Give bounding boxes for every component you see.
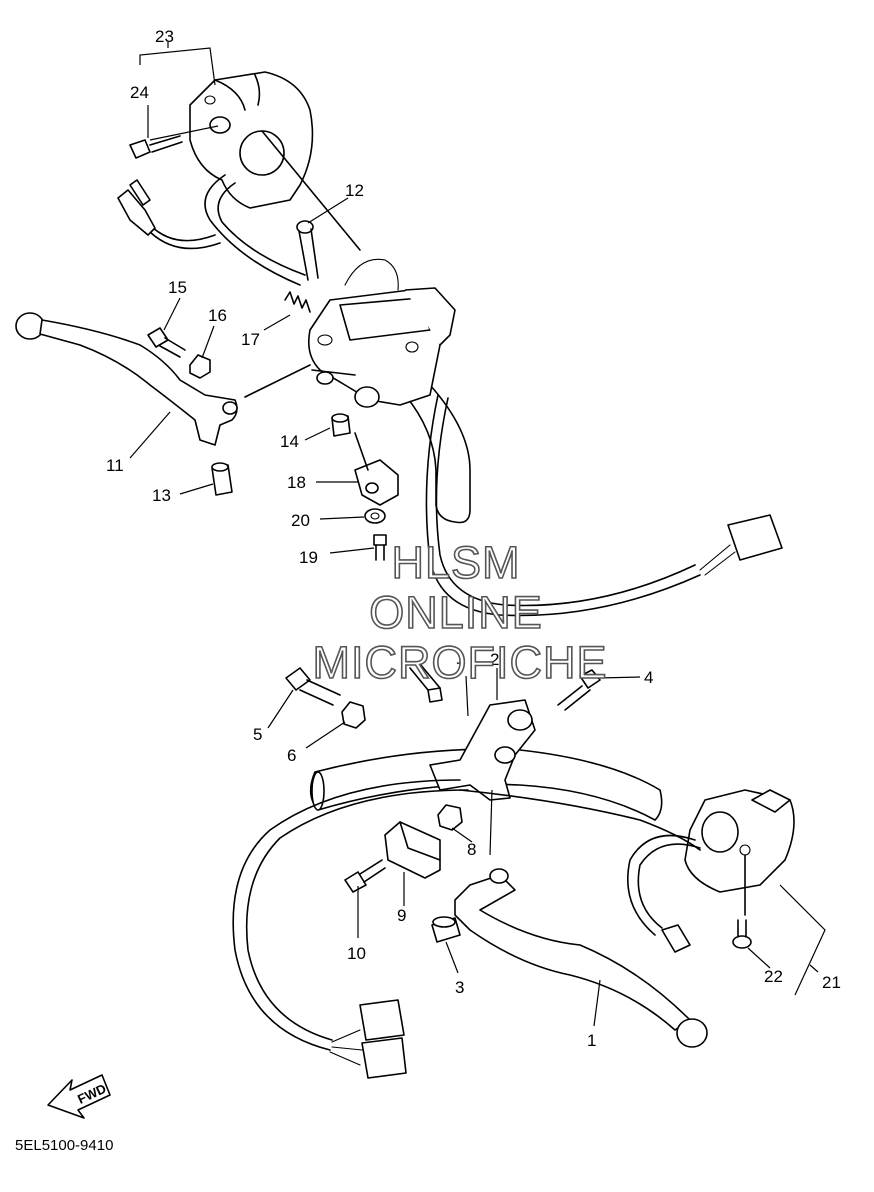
nut-6	[341, 701, 366, 729]
screw-7	[409, 663, 443, 703]
callout-2: 2	[490, 650, 499, 669]
clutch-lever-holder	[244, 287, 456, 408]
lever-1	[454, 868, 708, 1048]
callout-11: 11	[106, 456, 124, 475]
screw-19	[373, 534, 387, 561]
callout-24: 24	[130, 83, 149, 102]
callout-23: 23	[155, 27, 174, 46]
right-switch-wiring	[627, 834, 701, 953]
switch-18	[354, 432, 399, 506]
switch-9	[384, 821, 441, 879]
callout-19: 19	[299, 548, 318, 567]
callout-17: 17	[241, 330, 260, 349]
group-bracket-23	[139, 42, 216, 86]
bolt-4	[557, 669, 601, 711]
bolt-15	[147, 327, 186, 358]
left-switch-housing	[189, 71, 361, 251]
lever-holder-2	[429, 699, 536, 801]
diagram-code: 5EL5100-9410	[15, 1137, 113, 1154]
callout-8: 8	[467, 840, 476, 859]
leader-lines	[129, 105, 771, 1027]
spring-17	[284, 291, 311, 313]
group-bracket-21	[779, 884, 826, 996]
callout-numbers: 1 2 3 4 5 6 7 8 9 10 11 12 13 14 15 16 1…	[106, 27, 841, 1050]
lower-cable	[232, 779, 701, 1079]
left-switch-wiring	[117, 174, 306, 286]
nut-16	[189, 354, 211, 379]
watermark: HLSM ONLINE MICROFICHE	[312, 536, 608, 689]
callout-3: 3	[455, 978, 464, 997]
callout-16: 16	[208, 306, 227, 325]
washer-20	[364, 508, 386, 524]
lever-11	[15, 312, 238, 446]
callout-5: 5	[253, 725, 262, 744]
callout-14: 14	[280, 432, 299, 451]
callout-21: 21	[822, 973, 841, 992]
fwd-arrow-icon: FWD	[47, 1074, 111, 1119]
callout-20: 20	[291, 511, 310, 530]
bolt-12	[296, 220, 319, 281]
callout-1: 1	[587, 1031, 596, 1050]
callout-4: 4	[644, 668, 653, 687]
right-switch-housing	[684, 789, 795, 916]
callout-13: 13	[152, 486, 171, 505]
screw-24	[129, 135, 183, 159]
collar-13	[211, 462, 233, 496]
callout-10: 10	[347, 944, 366, 963]
watermark-line-2: ONLINE	[369, 587, 543, 638]
upper-handlebar	[344, 258, 471, 524]
callout-6: 6	[287, 746, 296, 765]
watermark-line-3: MICROFICHE	[313, 637, 608, 688]
callout-15: 15	[168, 278, 187, 297]
callout-12: 12	[345, 181, 364, 200]
part-14	[331, 413, 351, 437]
callout-9: 9	[397, 906, 406, 925]
callout-22: 22	[764, 967, 783, 986]
screw-10	[344, 859, 386, 893]
nut-8	[437, 804, 463, 831]
collar-3	[431, 916, 461, 943]
watermark-line-1: HLSM	[391, 537, 520, 588]
bolt-5	[285, 667, 341, 706]
callout-7: 7	[456, 659, 465, 678]
upper-cable	[425, 394, 783, 617]
callout-18: 18	[287, 473, 306, 492]
screw-22	[732, 919, 752, 949]
